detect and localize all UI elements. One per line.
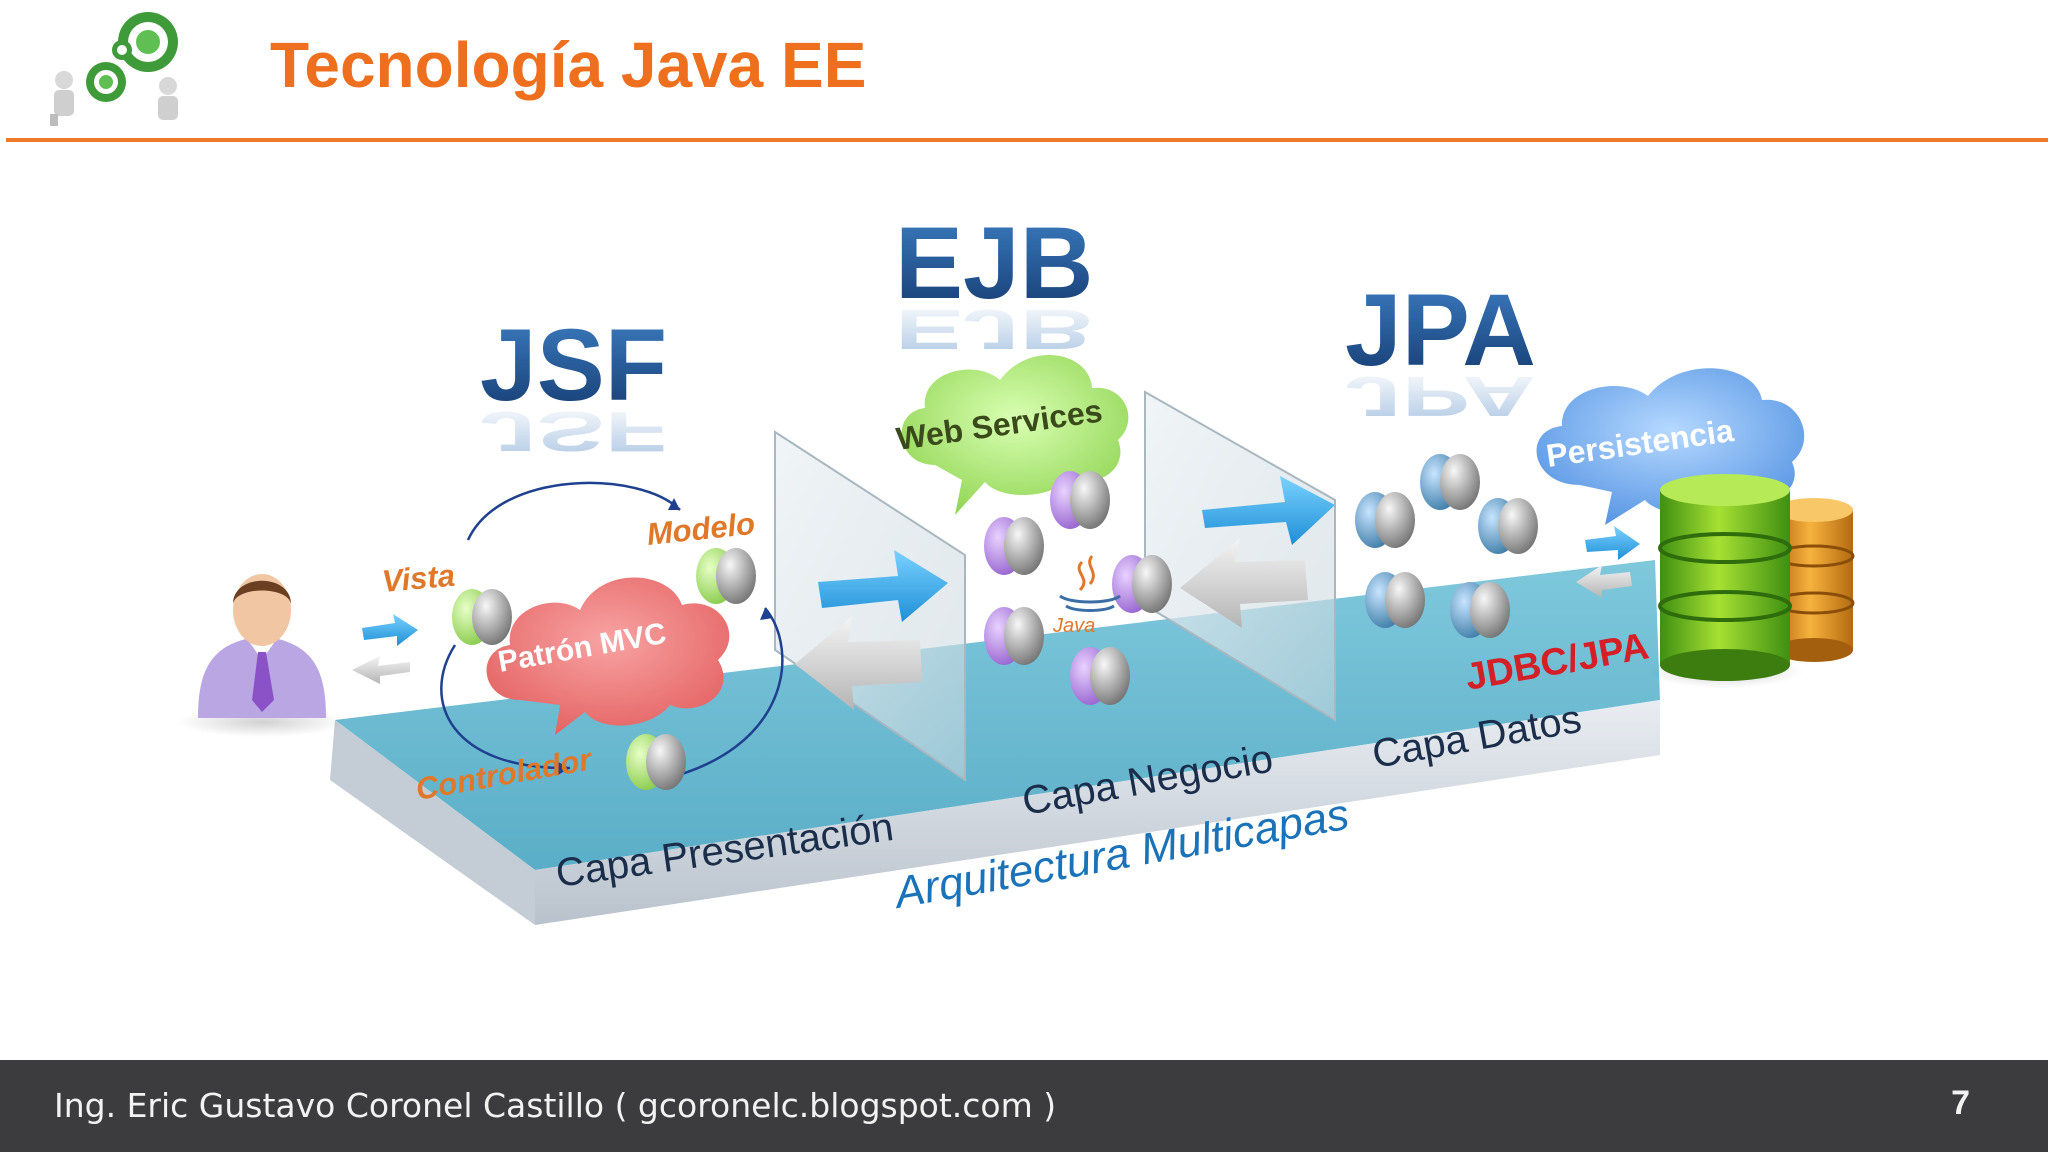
page-number: 7 bbox=[1951, 1084, 1970, 1122]
mvc-component-model bbox=[696, 548, 756, 604]
user-request-arrow bbox=[362, 614, 418, 646]
svg-text:JSF: JSF bbox=[480, 308, 667, 422]
jpa-component bbox=[1365, 572, 1425, 628]
svg-text:EJB: EJB bbox=[895, 298, 1093, 361]
presentation-to-business-arrow bbox=[818, 550, 948, 622]
persistence-cloud: Persistencia bbox=[1536, 368, 1805, 525]
gears-logo bbox=[50, 12, 178, 126]
glass-pane-business-data bbox=[1144, 390, 1336, 722]
business-to-data-arrow bbox=[1202, 476, 1335, 545]
svg-text:JPA: JPA bbox=[1345, 273, 1536, 387]
multilayer-architecture-diagram: Capa Presentación Capa Negocio Capa Dato… bbox=[177, 206, 1855, 925]
jpa-component bbox=[1478, 498, 1538, 554]
tech-title-jsf: JSF JSF bbox=[480, 308, 667, 462]
business-to-presentation-arrow bbox=[795, 616, 922, 710]
database-icon-green bbox=[1647, 474, 1803, 688]
user-icon bbox=[177, 574, 347, 737]
header-divider bbox=[6, 138, 2048, 142]
data-to-database-arrow bbox=[1585, 526, 1640, 560]
ejb-component bbox=[1112, 555, 1172, 613]
footer-author: Ing. Eric Gustavo Coronel Castillo ( gco… bbox=[54, 1086, 1057, 1125]
mvc-cloud: Patrón MVC bbox=[486, 577, 730, 735]
ejb-component bbox=[1050, 471, 1110, 529]
gear-icon bbox=[112, 40, 132, 60]
jpa-component bbox=[1355, 492, 1415, 548]
slide-header: Tecnología Java EE bbox=[0, 0, 2048, 142]
svg-text:JSF: JSF bbox=[480, 400, 667, 463]
tech-title-ejb: EJB EJB bbox=[895, 206, 1093, 360]
data-to-business-arrow bbox=[1180, 538, 1308, 628]
svg-text:EJB: EJB bbox=[895, 206, 1093, 320]
mvc-cycle-arrows bbox=[440, 481, 784, 782]
person-figure-icon bbox=[50, 71, 178, 126]
slide-title: Tecnología Java EE bbox=[270, 29, 867, 101]
java-logo-icon: Java bbox=[1052, 555, 1121, 637]
svg-text:Java: Java bbox=[1052, 615, 1095, 637]
tech-title-jpa: JPA JPA bbox=[1345, 273, 1536, 427]
ejb-component bbox=[984, 517, 1044, 575]
glass-pane-presentation-business bbox=[774, 430, 966, 782]
user-response-arrow bbox=[352, 656, 410, 684]
database-to-data-arrow bbox=[1576, 565, 1632, 598]
mvc-label-model: Modelo bbox=[645, 506, 757, 552]
gear-icon bbox=[86, 62, 126, 102]
mvc-label-view: Vista bbox=[381, 558, 457, 599]
mvc-component-controller bbox=[626, 734, 686, 790]
slide-footer: Ing. Eric Gustavo Coronel Castillo ( gco… bbox=[0, 1060, 2048, 1152]
jpa-component bbox=[1450, 582, 1510, 638]
ejb-component bbox=[1070, 647, 1130, 705]
ejb-component bbox=[984, 607, 1044, 665]
gear-icon bbox=[118, 12, 178, 72]
svg-text:JPA: JPA bbox=[1345, 365, 1536, 428]
mvc-component-view bbox=[452, 589, 512, 645]
jpa-component bbox=[1420, 454, 1480, 510]
